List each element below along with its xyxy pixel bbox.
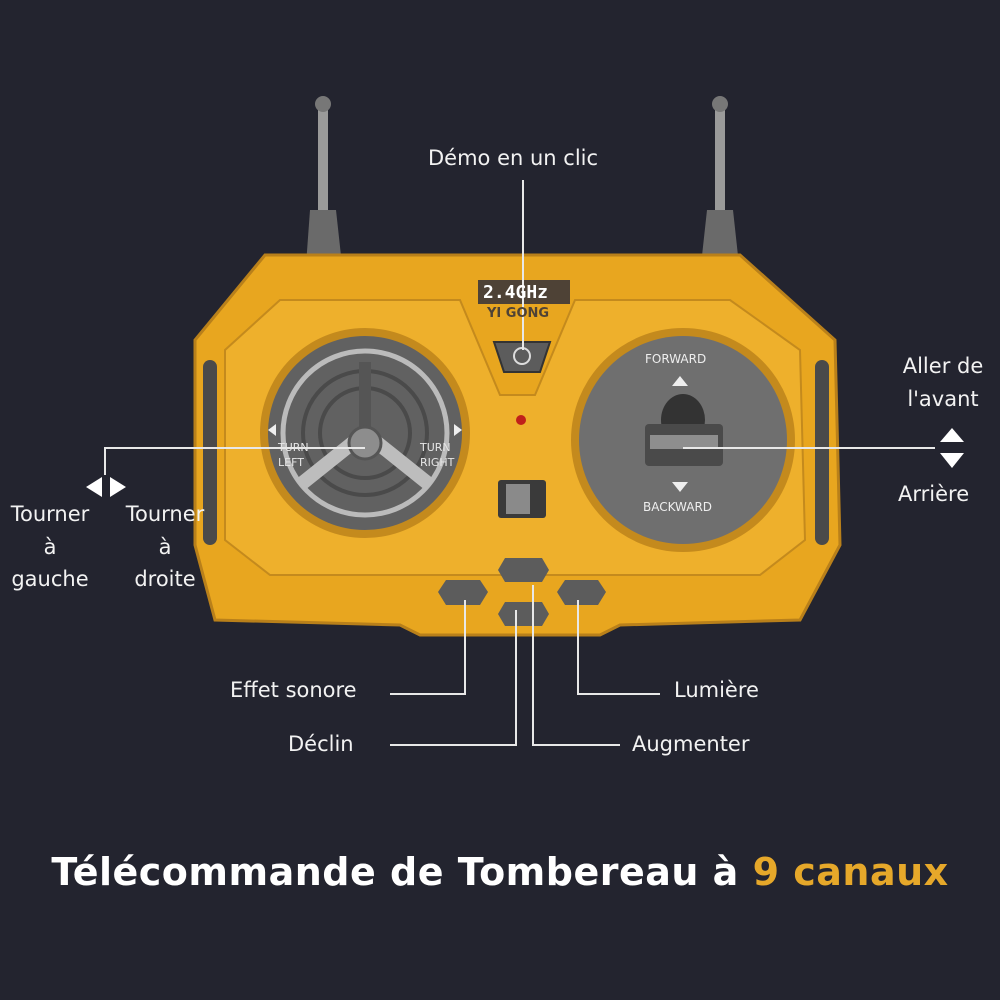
callout-turn-right: Tourner à droite	[115, 498, 215, 596]
callout-lines	[104, 180, 935, 746]
backward-print: BACKWARD	[643, 500, 713, 514]
callout-raise: Augmenter	[632, 732, 750, 756]
brand-label: YI GONG	[487, 306, 550, 321]
turn-right-line1: Tourner	[125, 502, 205, 526]
callout-turn-left: Tourner à gauche	[0, 498, 100, 596]
raise-button	[498, 558, 549, 582]
callout-forward-line2: l'avant	[907, 386, 979, 411]
title-highlight: 9 canaux	[752, 850, 949, 894]
turn-right-line2: à	[158, 534, 172, 559]
turn-right-print: TURN RIGHT	[420, 441, 455, 470]
callout-backward: Arrière	[898, 482, 970, 506]
callout-light: Lumière	[674, 678, 759, 702]
up-arrow-icon	[940, 428, 964, 442]
turn-left-print: TURN LEFT	[278, 441, 309, 470]
frequency-label: 2.4GHz	[483, 282, 549, 303]
title-main: Télécommande de Tombereau à	[51, 850, 739, 894]
down-arrow-icon	[940, 453, 964, 468]
light-button	[557, 580, 606, 605]
callout-forward: Aller de l'avant	[893, 350, 993, 415]
page-title: Télécommande de Tombereau à 9 canaux	[0, 850, 1000, 894]
demo-button	[492, 341, 552, 373]
turn-right-line3: droite	[134, 567, 196, 592]
power-led	[516, 415, 526, 425]
left-arrow-icon	[86, 477, 102, 497]
sound-button	[438, 580, 488, 605]
throttle-stick	[571, 328, 795, 552]
left-antenna	[306, 96, 342, 265]
callout-forward-line1: Aller de	[902, 354, 984, 378]
steering-wheel	[260, 328, 470, 538]
turn-left-line3: gauche	[11, 567, 89, 592]
forward-print: FORWARD	[645, 352, 707, 366]
callout-demo: Démo en un clic	[428, 146, 599, 170]
callout-sound: Effet sonore	[230, 678, 357, 702]
lower-button	[498, 602, 549, 626]
right-arrow-icon	[110, 477, 126, 497]
turn-left-line1: Tourner	[10, 502, 90, 526]
right-antenna	[701, 96, 739, 265]
turn-left-line2: à	[43, 534, 57, 559]
callout-lower: Déclin	[288, 732, 354, 756]
